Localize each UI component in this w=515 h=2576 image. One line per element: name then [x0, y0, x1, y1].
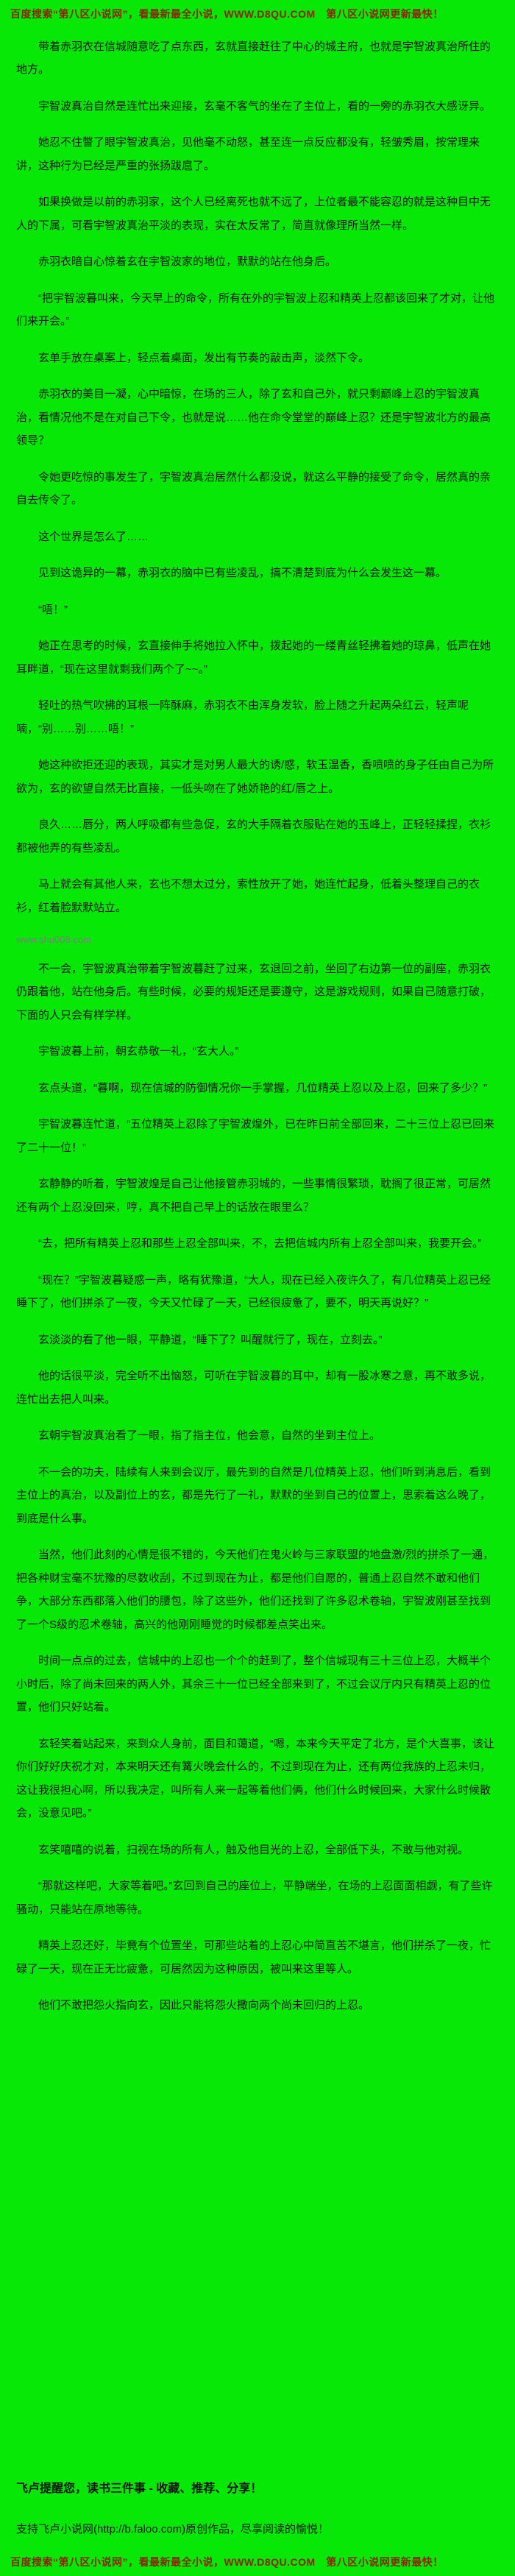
top-promo-banner: 百度搜索“第八区小说网”，看最新最全小说，WWW.D8QU.COM 第八区小说网… [10, 8, 444, 20]
novel-paragraph: 宇智波暮上前，朝玄恭敬一礼，“玄大人。” [38, 1045, 239, 1058]
reading-reminder-text: 飞卢提醒您，读书三件事 - 收藏、推荐、分享！ [16, 2483, 263, 2496]
novel-paragraph: 赤羽衣暗自心惊着玄在宇智波家的地位，默默的站在他身后。 [38, 255, 337, 269]
novel-paragraph: 不一会，宇智波真治带着宇智波暮赶了过来，玄退回之前，坐回了右边第一位的副座，赤羽… [16, 962, 491, 1022]
novel-paragraph: 令她更吃惊的事发生了，宇智波真治居然什么都没说，就这么平静的接受了命令，居然真的… [16, 470, 491, 507]
novel-paragraph: 见到这诡异的一幕，赤羽衣的脑中已有些凌乱，搞不清楚到底为什么会发生这一幕。 [38, 567, 447, 580]
novel-paragraph: 带着赤羽衣在信城随意吃了点东西，玄就直接赶往了中心的城主府，也就是宇智波真治所住… [16, 40, 491, 77]
novel-paragraph: 玄淡淡的看了他一眼，平静道，“睡下了？叫醒就行了，现在，立刻去。” [38, 1333, 383, 1346]
novel-paragraph: 赤羽衣的美目一凝，心中暗惊，在场的三人，除了玄和自己外，就只剩巅峰上忍的宇智波真… [16, 388, 491, 447]
novel-paragraph: 宇智波真治自然是连忙出来迎接，玄毫不客气的坐在了主位上，看的一旁的赤羽衣大感讶异… [38, 99, 491, 113]
novel-paragraph: 如果换做是以前的赤羽家，这个人已经离死也就不远了，上位者最不能容忍的就是这种目中… [16, 196, 491, 232]
novel-paragraph: 精英上忍还好，毕竟有个位置坐，可那些站着的上忍心中简直苦不堪言，他们拼杀了一夜，… [16, 1939, 491, 1975]
novel-paragraph: 玄静静的听着，宇智波煌是自己让他接管赤羽城的，一些事情很繁琐，耽搁了很正常，可居… [16, 1178, 491, 1214]
novel-paragraph: 她忍不住瞥了眼宇智波真治，见他毫不动怒，甚至连一点反应都没有，轻皱秀眉，按常理来… [16, 136, 480, 172]
support-site-text: 支持飞卢小说网(http://b.faloo.com)原创作品，尽享阅读的愉悦！ [16, 2523, 330, 2536]
novel-paragraph: 当然，他们此刻的心情是很不错的，今天他们在鬼火岭与三家联盟的地盘激/烈的拼杀了一… [16, 1549, 494, 1631]
novel-paragraph: 玄朝宇智波真治看了一眼，指了指主位，他会意，自然的坐到主位上。 [38, 1429, 381, 1443]
novel-paragraph: 玄轻笑着站起来，来到众人身前，面目和蔼道，“嗯，本来今天平定了北方，是个大喜事，… [16, 1737, 494, 1820]
bottom-promo-banner: 百度搜索“第八区小说网”，看最新最全小说，WWW.D8QU.COM 第八区小说网… [10, 2556, 444, 2569]
novel-paragraph: “唔！” [38, 603, 68, 616]
novel-paragraph: “那就这样吧，大家等着吧。”玄回到自己的座位上，平静端坐，在场的上忍面面相觑，有… [16, 1880, 493, 1916]
novel-paragraph: 她正在思考的时候，玄直接伸手将她拉入怀中，拨起她的一缕青丝轻拂着她的琼鼻，低声在… [16, 640, 491, 676]
novel-paragraph: 良久……唇分，两人呼吸都有些急促，玄的大手隔着衣服贴在她的玉峰上，正轻轻揉捏，衣… [16, 818, 491, 854]
novel-paragraph: 时间一点点的过去，信城中的上忍也一个个的赶到了，整个信城现有三十三位上忍，大概半… [16, 1655, 491, 1714]
novel-paragraph: 马上就会有其他人来，玄也不想太过分，索性放开了她，她连忙起身，低着头整理自己的衣… [16, 878, 480, 914]
watermark-text: www.shu008.com [16, 934, 91, 946]
novel-content: 带着赤羽衣在信城随意吃了点东西，玄就直接赶往了中心的城主府，也就是宇智波真治所住… [10, 35, 505, 2479]
novel-paragraph: 玄点头道，“暮啊，现在信城的防御情况你一手掌握，几位精英上忍以及上忍，回来了多少… [38, 1081, 487, 1094]
novel-paragraph: 他们不敢把怨火指向玄，因此只能将怨火撒向两个尚未回归的上忍。 [38, 1999, 370, 2012]
novel-paragraph: 玄笑嘻嘻的说着，扫视在场的所有人，触及他目光的上忍，全部低下头，不敢与他对视。 [38, 1843, 469, 1856]
novel-paragraph: “把宇智波暮叫来，今天早上的命令，所有在外的宇智波上忍和精英上忍都该回来了才对，… [16, 291, 494, 328]
novel-paragraph: 玄单手放在桌案上，轻点着桌面，发出有节奏的敲击声，淡然下令。 [38, 351, 370, 364]
novel-paragraph: 他的话很平淡，完全听不出恼怒，可听在宇智波暮的耳中，却有一股冰寒之意，再不敢多说… [16, 1370, 491, 1406]
novel-paragraph: 不一会的功夫，陆续有人来到会议厅，最先到的自然是几位精英上忍，他们听到消息后，看… [16, 1465, 491, 1525]
novel-paragraph: 轻吐的热气吹拂的耳根一阵酥麻，赤羽衣不由浑身发软，脸上随之升起两朵红云，轻声呢喃… [16, 699, 469, 735]
novel-paragraph: “去，把所有精英上忍和那些上忍全部叫来，不，去把信城内所有上忍全部叫来，我要开会… [38, 1237, 482, 1250]
page-footer: 飞卢提醒您，读书三件事 - 收藏、推荐、分享！ 支持飞卢小说网(http://b… [10, 2478, 505, 2548]
novel-paragraph: 她这种欲拒还迎的表现，其实才是对男人最大的诱/惑，软玉温香，香喷喷的身子任由自己… [16, 759, 494, 795]
novel-paragraph: “现在？”宇智波暮疑惑一声，略有犹豫道，“大人，现在已经入夜许久了，有几位精英上… [16, 1273, 491, 1310]
novel-paragraph: 宇智波暮连忙道，“五位精英上忍除了宇智波煌外，已在昨日前全部回来，二十三位上忍已… [16, 1118, 494, 1154]
novel-paragraph: 这个世界是怎么了…… [38, 530, 149, 543]
